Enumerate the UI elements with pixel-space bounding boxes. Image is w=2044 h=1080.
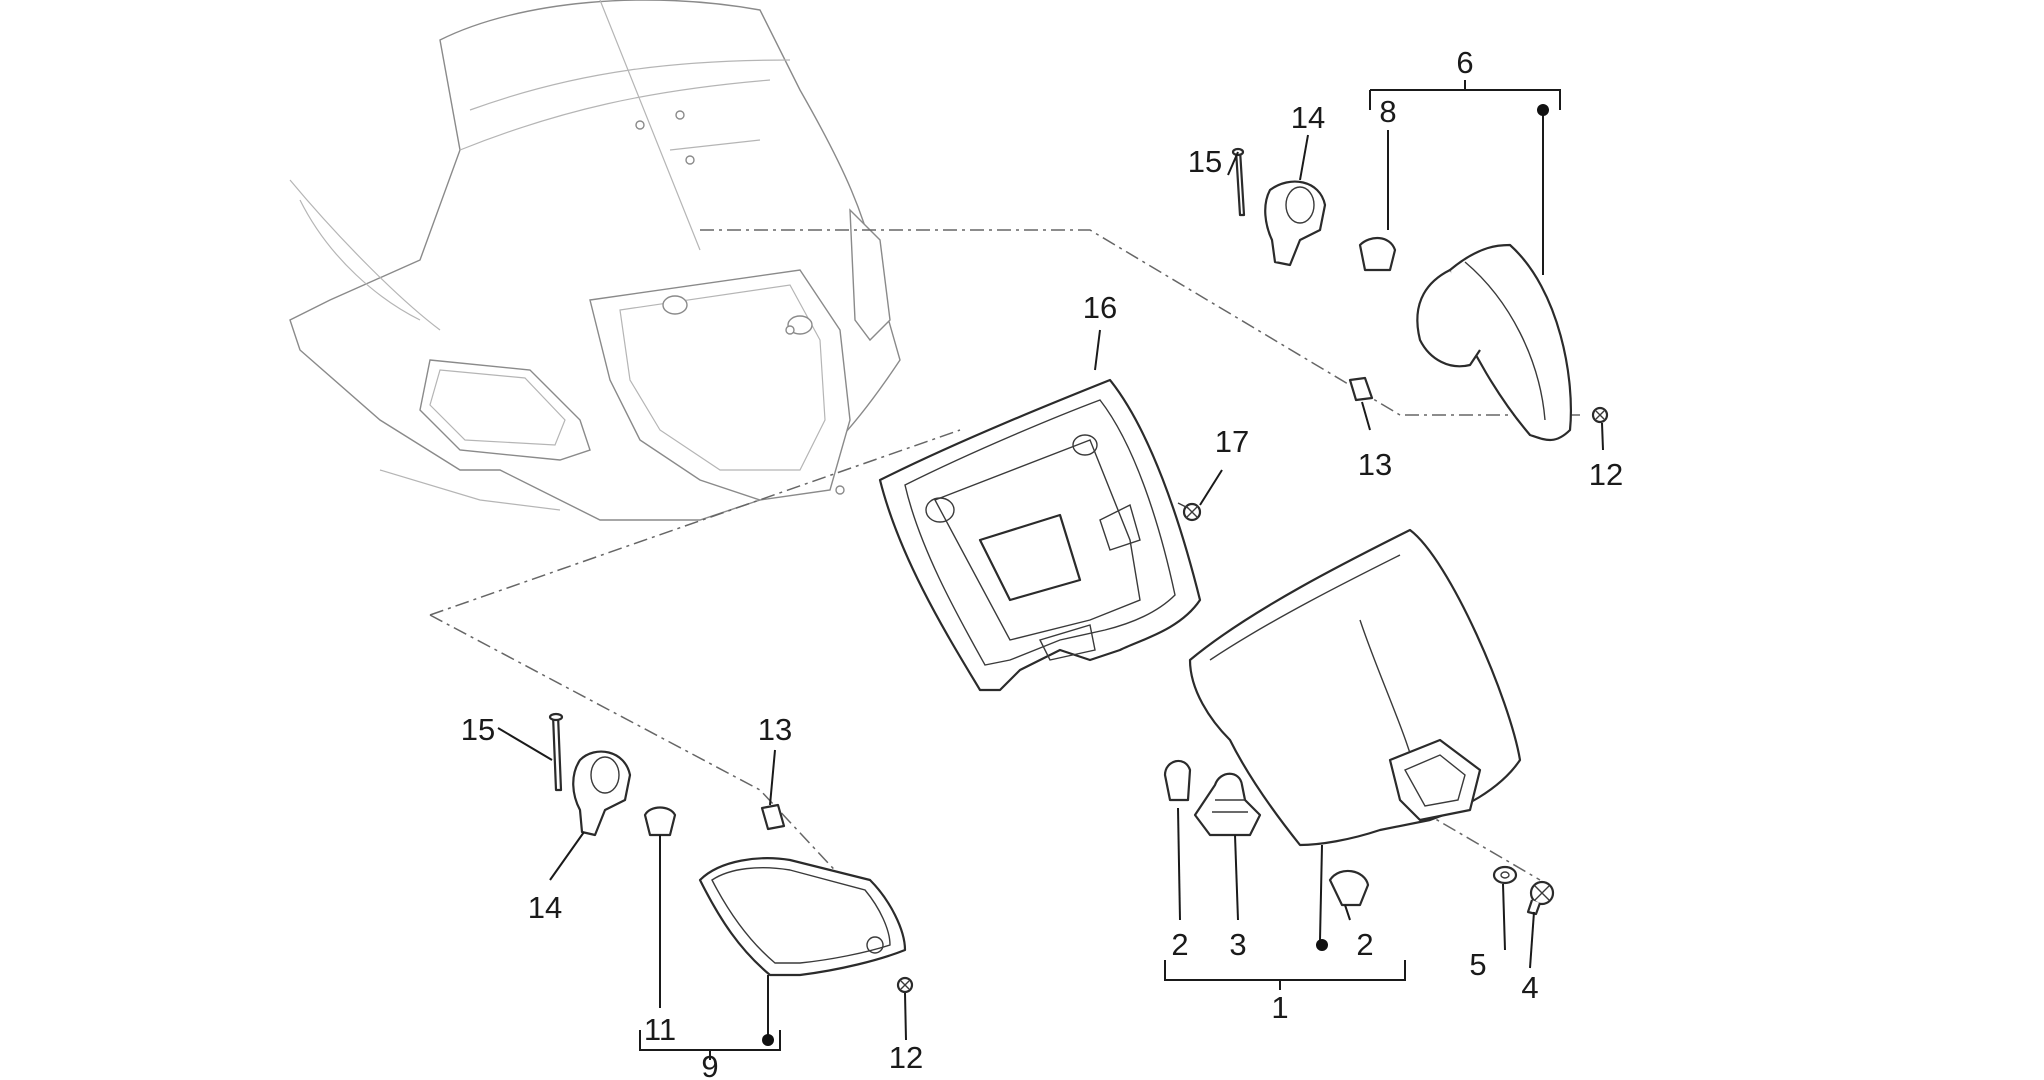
callout-17: 17 [1215, 424, 1249, 459]
callout-4: 4 [1521, 970, 1538, 1005]
callout-15-left: 15 [461, 712, 495, 747]
socket-14-right [1264, 180, 1327, 267]
callout-5: 5 [1469, 947, 1486, 982]
scooter-rear-body [289, 0, 901, 521]
left-turn-signal [548, 712, 914, 994]
part-17-screw [1177, 502, 1202, 522]
part-4-screw [1526, 880, 1555, 916]
callout-2-right: 2 [1356, 927, 1373, 962]
rivet-15-left [551, 713, 563, 792]
part-1-tail-light [1188, 528, 1522, 847]
reference-dots [762, 104, 1549, 1046]
leader-lines [497, 80, 1604, 1060]
callout-1: 1 [1271, 990, 1288, 1025]
callout-8: 8 [1379, 94, 1396, 129]
callout-13-right: 13 [1358, 447, 1392, 482]
tail-light-bulbs [1163, 759, 1370, 907]
callout-13-left: 13 [758, 712, 792, 747]
clip-13-right [1348, 376, 1374, 402]
callout-16: 16 [1083, 290, 1117, 325]
callout-15-right: 15 [1188, 144, 1222, 179]
bulb-8 [1358, 237, 1397, 272]
bulb-11 [643, 806, 677, 837]
assembly-axis-lines [429, 229, 1580, 941]
callout-14-right: 14 [1291, 100, 1325, 135]
callout-labels: 6 8 14 15 16 17 13 12 15 13 14 2 3 2 1 5… [461, 45, 1623, 1080]
callout-11: 11 [644, 1012, 676, 1047]
bulb-2-right [1328, 869, 1370, 907]
callout-6: 6 [1456, 45, 1473, 80]
right-signal-housing [1416, 269, 1481, 368]
clip-13-left [760, 803, 786, 831]
callout-12-left: 12 [889, 1040, 923, 1075]
callout-14-left: 14 [528, 890, 562, 925]
halogen-bulb-3 [1193, 772, 1262, 837]
rivet-15-right [1234, 148, 1246, 217]
left-signal-lens [698, 857, 907, 977]
license-plate-holder [878, 378, 1202, 692]
part-5-washer [1492, 865, 1518, 885]
bulb-2-left [1163, 759, 1192, 802]
callout-2-left: 2 [1171, 927, 1188, 962]
right-turn-signal [1231, 147, 1609, 442]
callout-12-right: 12 [1589, 457, 1623, 492]
callout-9: 9 [701, 1049, 718, 1080]
socket-14-left [572, 750, 632, 837]
callout-3: 3 [1229, 927, 1246, 962]
